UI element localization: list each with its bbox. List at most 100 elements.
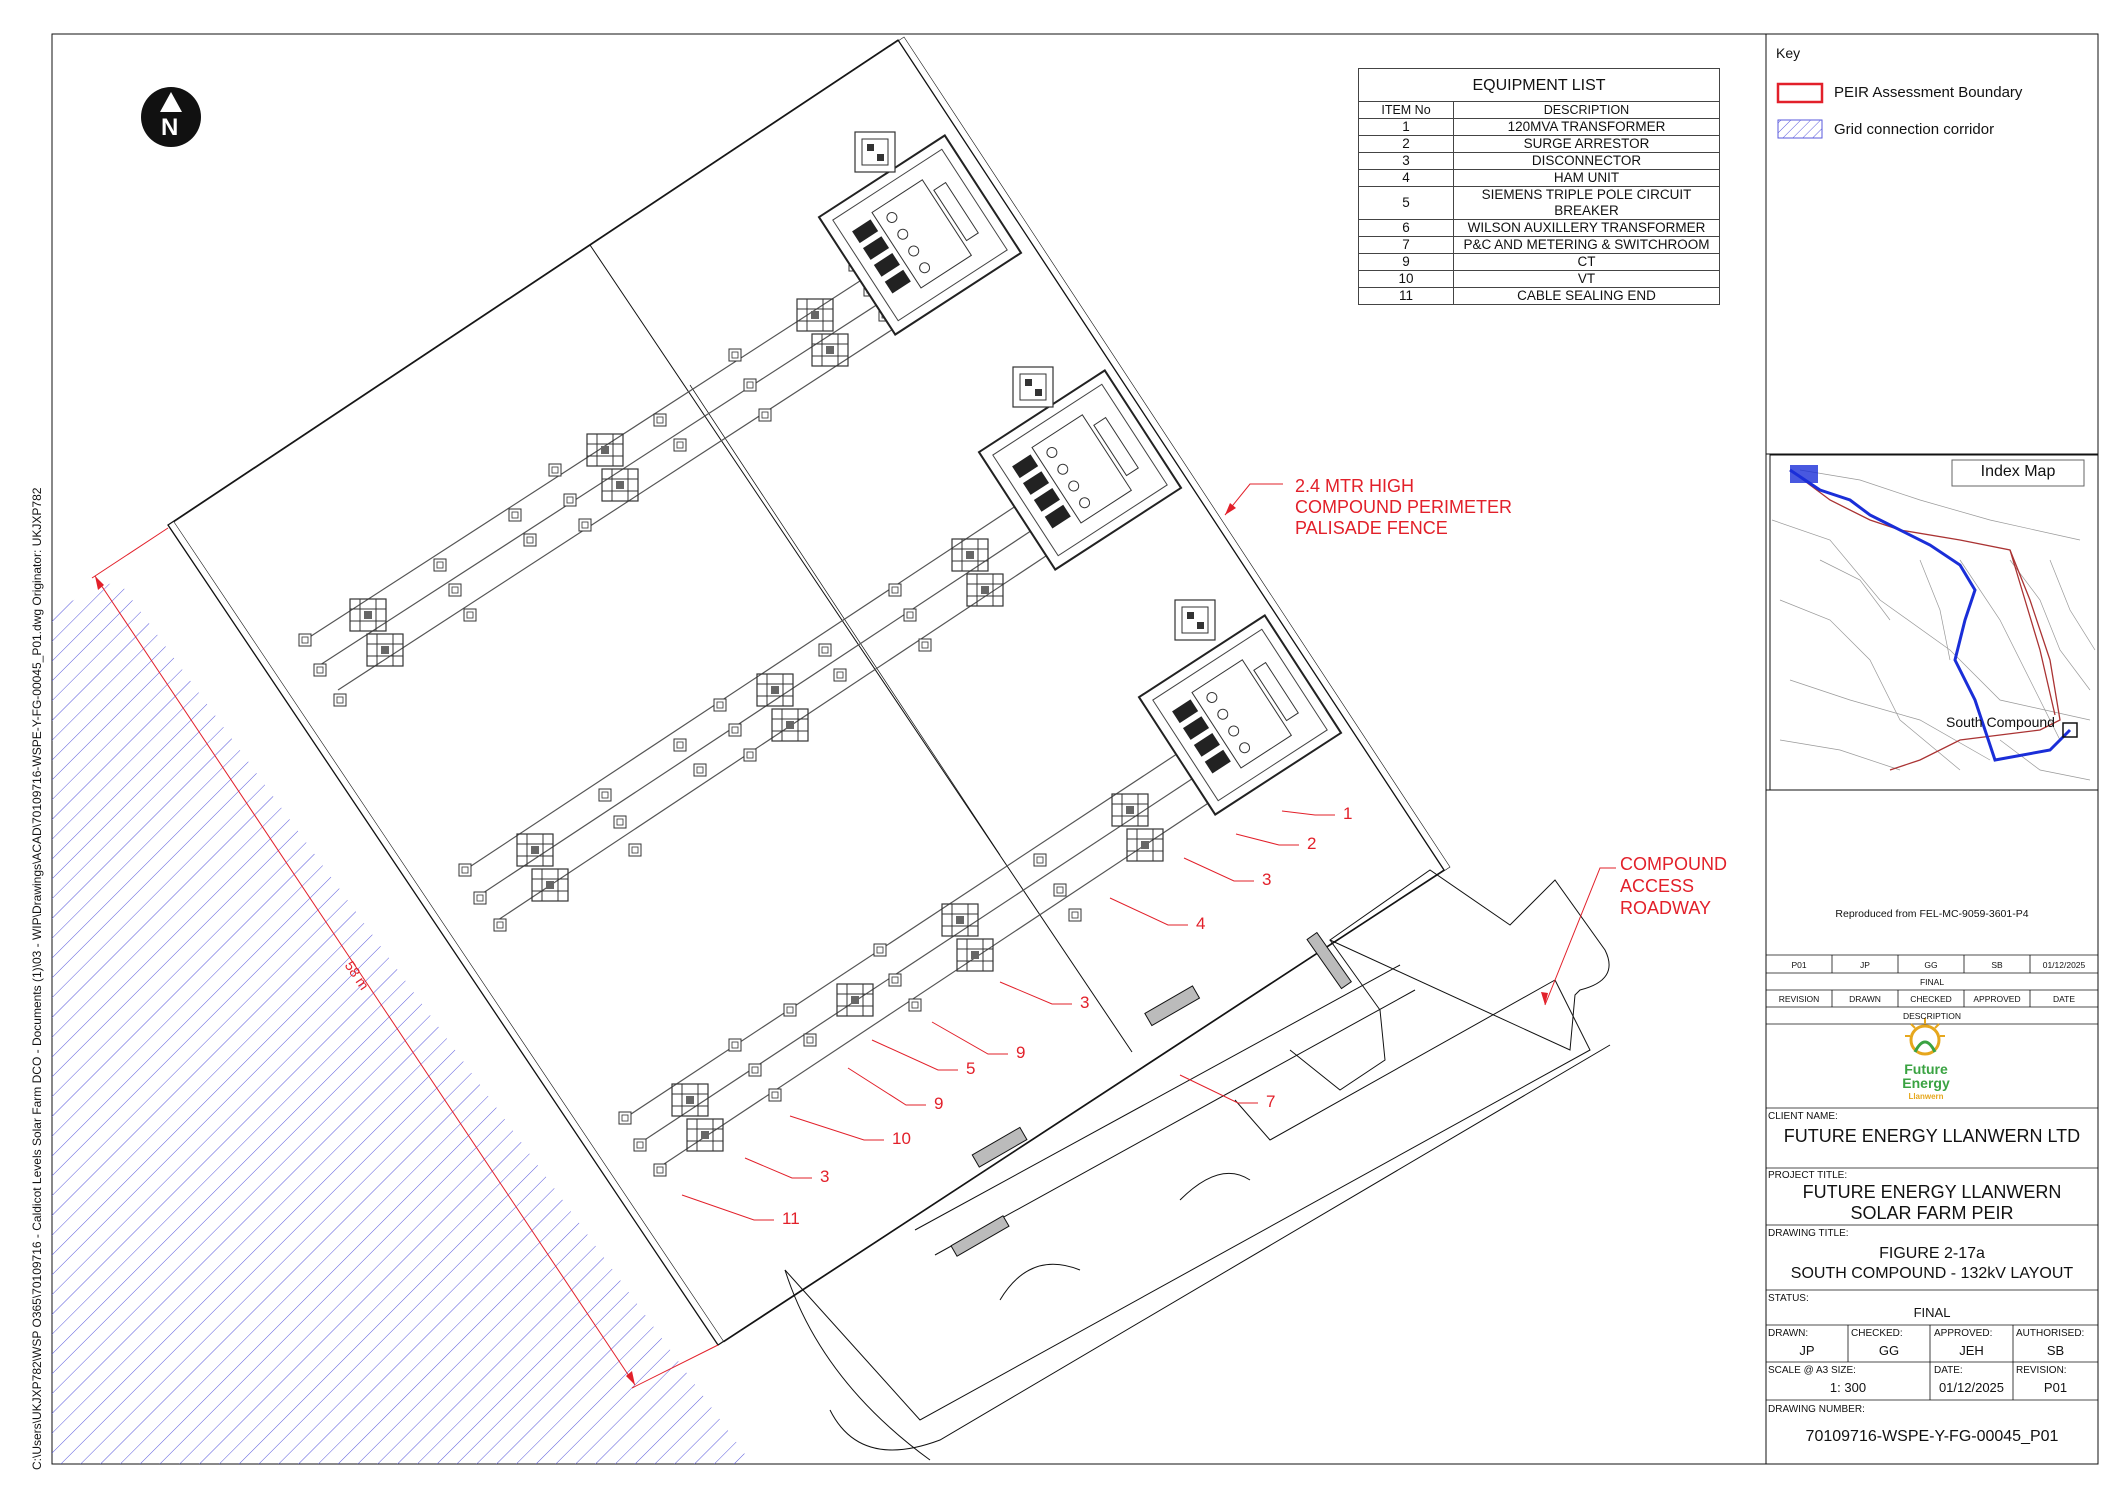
equipment-description: WILSON AUXILLERY TRANSFORMER bbox=[1453, 219, 1720, 237]
drawn-label: DRAWN: bbox=[1768, 1328, 1809, 1339]
equipment-list-title: EQUIPMENT LIST bbox=[1358, 68, 1720, 101]
equipment-description: CABLE SEALING END bbox=[1453, 287, 1720, 305]
drawn-value: JP bbox=[1799, 1343, 1815, 1358]
revision-value: P01 bbox=[2043, 1380, 2068, 1395]
approved-value: JEH bbox=[1959, 1343, 1984, 1358]
roadway-annotation-line1: COMPOUND bbox=[1620, 854, 1727, 874]
callout-number: 3 bbox=[820, 1167, 830, 1186]
equipment-col-description: DESCRIPTION bbox=[1453, 101, 1720, 119]
equipment-item-number: 11 bbox=[1358, 287, 1454, 305]
callout-number: 3 bbox=[1080, 993, 1090, 1012]
revision-cell: 01/12/2025 bbox=[2042, 960, 2086, 970]
fence-annotation-line2: COMPOUND PERIMETER bbox=[1295, 497, 1513, 517]
callout-leader-line bbox=[744, 1157, 812, 1179]
equipment-item-number: 7 bbox=[1358, 236, 1454, 254]
status-value: FINAL bbox=[1913, 1305, 1951, 1320]
callout-leader-line bbox=[1109, 897, 1188, 926]
callout-number: 11 bbox=[782, 1209, 800, 1228]
equipment-description: CT bbox=[1453, 253, 1720, 271]
logo-line1: Future bbox=[1904, 1061, 1948, 1077]
equipment-description: DISCONNECTOR bbox=[1453, 152, 1720, 170]
equipment-description: 120MVA TRANSFORMER bbox=[1453, 118, 1720, 136]
date-label: DATE: bbox=[1934, 1365, 1963, 1376]
equipment-item-number: 3 bbox=[1358, 152, 1454, 170]
callout-leader-line bbox=[847, 1067, 926, 1106]
index-map-title: Index Map bbox=[1980, 463, 2056, 480]
callout-number: 10 bbox=[892, 1129, 911, 1148]
equipment-item-number: 6 bbox=[1358, 219, 1454, 237]
logo-line2: Energy bbox=[1902, 1075, 1950, 1091]
callout-number: 2 bbox=[1307, 834, 1317, 853]
scale-value: 1: 300 bbox=[1829, 1380, 1867, 1395]
callout-number: 9 bbox=[1016, 1043, 1026, 1062]
equipment-description: SURGE ARRESTOR bbox=[1453, 135, 1720, 153]
drawing-title-line1: FIGURE 2-17a bbox=[1879, 1245, 1985, 1262]
key-corridor-label: Grid connection corridor bbox=[1834, 121, 1995, 138]
roadway-annotation-line3: ROADWAY bbox=[1620, 898, 1712, 918]
equipment-description: SIEMENS TRIPLE POLE CIRCUIT BREAKER bbox=[1453, 186, 1720, 220]
callout-number: 1 bbox=[1343, 804, 1353, 823]
callout-number: 5 bbox=[966, 1059, 976, 1078]
callout-leader-line bbox=[1183, 857, 1254, 882]
revision-cell: P01 bbox=[1791, 960, 1807, 970]
revision-header-cell: CHECKED bbox=[1910, 994, 1952, 1004]
roadway-annotation: COMPOUND ACCESS ROADWAY bbox=[1620, 853, 1727, 919]
key-boundary-label: PEIR Assessment Boundary bbox=[1834, 84, 2023, 101]
client-name: FUTURE ENERGY LLANWERN LTD bbox=[1783, 1126, 2081, 1146]
revision-label: REVISION: bbox=[2016, 1365, 2067, 1376]
fence-annotation-line1: 2.4 MTR HIGH bbox=[1295, 476, 1415, 496]
callout-leader-line bbox=[931, 1021, 1008, 1055]
index-map-marker-label: South Compound bbox=[1946, 714, 2055, 730]
callout-number: 4 bbox=[1196, 914, 1206, 933]
callout-leader-line bbox=[871, 1039, 958, 1071]
callout-leader-line bbox=[1281, 810, 1335, 816]
callout-number: 3 bbox=[1262, 870, 1272, 889]
callout-number: 7 bbox=[1266, 1092, 1276, 1111]
logo-line3: Llanwern bbox=[1908, 1092, 1944, 1101]
checked-value: GG bbox=[1878, 1343, 1900, 1358]
callout-leader-line bbox=[1235, 833, 1299, 846]
scale-label: SCALE @ A3 SIZE: bbox=[1768, 1365, 1856, 1376]
equipment-item-number: 1 bbox=[1358, 118, 1454, 136]
revision-description-header: DESCRIPTION bbox=[1902, 1011, 1962, 1021]
revision-cell: SB bbox=[1991, 960, 2003, 970]
project-label: PROJECT TITLE: bbox=[1768, 1170, 1848, 1181]
fence-annotation: 2.4 MTR HIGH COMPOUND PERIMETER PALISADE… bbox=[1295, 476, 1512, 539]
reproduced-note: Reproduced from FEL-MC-9059-3601-P4 bbox=[1835, 908, 2029, 920]
client-label: CLIENT NAME: bbox=[1768, 1111, 1838, 1122]
drawing-title-label: DRAWING TITLE: bbox=[1768, 1228, 1849, 1239]
equipment-item-number: 4 bbox=[1358, 169, 1454, 187]
callout-leader-line bbox=[1179, 1074, 1258, 1104]
equipment-item-number: 9 bbox=[1358, 253, 1454, 271]
equipment-description: P&C AND METERING & SWITCHROOM bbox=[1453, 236, 1720, 254]
revision-cell: GG bbox=[1924, 960, 1938, 970]
equipment-item-number: 10 bbox=[1358, 270, 1454, 288]
revision-header-cell: APPROVED bbox=[1973, 994, 2021, 1004]
equipment-description: VT bbox=[1453, 270, 1720, 288]
checked-label: CHECKED: bbox=[1851, 1328, 1903, 1339]
revision-description: FINAL bbox=[1919, 977, 1945, 987]
date-value: 01/12/2025 bbox=[1938, 1380, 2005, 1395]
callout-leader-line bbox=[999, 981, 1072, 1005]
status-label: STATUS: bbox=[1768, 1293, 1809, 1304]
project-title-line1: FUTURE ENERGY LLANWERN bbox=[1802, 1182, 2062, 1202]
project-title-line2: SOLAR FARM PEIR bbox=[1850, 1203, 2014, 1223]
revision-header-cell: DRAWN bbox=[1849, 994, 1881, 1004]
client-logo: Future Energy Llanwern bbox=[1896, 1062, 1956, 1104]
drawing-number: 70109716-WSPE-Y-FG-00045_P01 bbox=[1805, 1428, 2059, 1445]
revision-header-cell: REVISION bbox=[1778, 994, 1820, 1004]
key-title: Key bbox=[1776, 45, 1801, 61]
callout-number: 9 bbox=[934, 1094, 944, 1113]
roadway-annotation-line2: ACCESS bbox=[1620, 876, 1695, 896]
